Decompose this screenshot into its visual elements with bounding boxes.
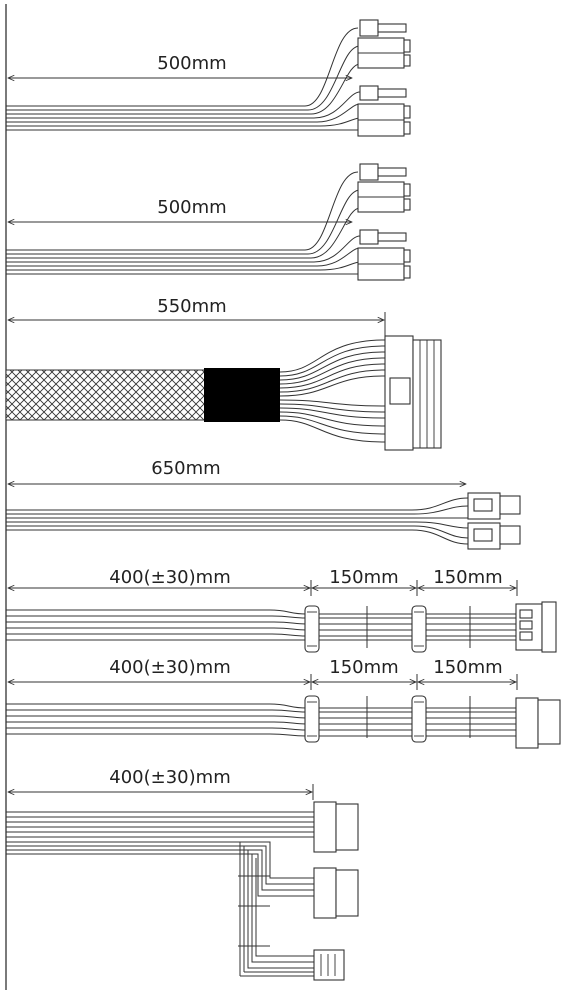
eps-cpu-cable: 650mm — [6, 458, 521, 550]
segment-label-2: 150mm — [433, 657, 502, 678]
molex-chain-cable: 400(±30)mm 150mm 150mm — [6, 657, 561, 749]
length-label: 400(±30)mm — [109, 657, 230, 678]
atx-24pin-cable: 550mm — [5, 296, 442, 451]
length-label: 400(±30)mm — [109, 767, 230, 788]
molex-connector-1 — [313, 801, 359, 853]
segment-label-2: 150mm — [433, 567, 502, 588]
fdd-connector — [313, 949, 345, 981]
sata-connector-1 — [304, 605, 320, 653]
length-label: 650mm — [151, 458, 220, 479]
pcie-connector-6pin — [357, 163, 411, 213]
sata-connector-end — [515, 601, 557, 653]
wire-bundle — [6, 497, 469, 545]
pcie-connector-2pin — [357, 229, 411, 281]
atx-24pin-connector — [384, 335, 442, 451]
wire-bundle — [6, 171, 361, 275]
wire-bundle — [6, 27, 361, 131]
molex-connector-2 — [411, 695, 427, 743]
length-label: 400(±30)mm — [109, 567, 230, 588]
pcie-connector-6pin — [357, 19, 411, 69]
braided-sleeve — [5, 369, 207, 421]
pcie-connector-2pin — [357, 85, 411, 137]
segment-label-1: 150mm — [329, 657, 398, 678]
sata-connector-2 — [411, 605, 427, 653]
molex-fdd-branch-cable: 400(±30)mm — [6, 767, 359, 981]
sata-chain-cable: 400(±30)mm 150mm 150mm — [6, 567, 557, 653]
molex-connector-2 — [313, 867, 359, 919]
length-label: 500mm — [157, 197, 226, 218]
molex-connector-1 — [304, 695, 320, 743]
segment-label-1: 150mm — [329, 567, 398, 588]
eps-connector-bottom — [467, 522, 521, 550]
pcie-cable-2: 500mm — [6, 163, 411, 281]
length-label: 500mm — [157, 53, 226, 74]
heat-shrink — [204, 368, 280, 422]
length-label: 550mm — [157, 296, 226, 317]
wire-fan — [279, 339, 386, 443]
molex-connector-end — [515, 697, 561, 749]
pcie-cable-1: 500mm — [6, 19, 411, 137]
wire-bundle — [6, 609, 516, 641]
wire-bundle — [6, 811, 314, 977]
eps-connector-top — [467, 492, 521, 520]
wire-bundle — [6, 703, 516, 737]
